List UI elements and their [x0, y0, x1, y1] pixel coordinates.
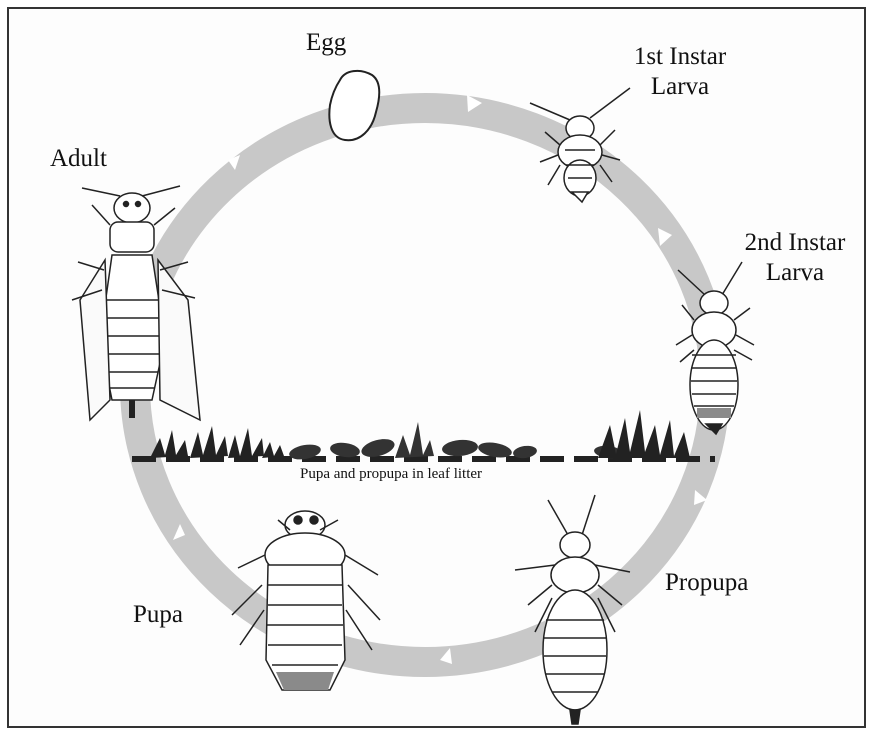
second-instar-label-line2: Larva — [730, 258, 860, 288]
first-instar-label: 1st Instar Larva — [625, 42, 735, 102]
cycle-ring — [135, 108, 715, 662]
leaves-center — [288, 422, 623, 462]
pupa-label: Pupa — [133, 600, 183, 630]
leaf-litter-label: Pupa and propupa in leaf litter — [300, 466, 482, 483]
first-instar-label-line1: 1st Instar — [625, 42, 735, 72]
grass-left — [150, 426, 284, 458]
second-instar-label: 2nd Instar Larva — [730, 228, 860, 288]
first-instar-label-line2: Larva — [625, 72, 735, 102]
egg-illustration — [329, 71, 379, 140]
grass-right — [598, 410, 690, 458]
second-instar-label-line1: 2nd Instar — [730, 228, 860, 258]
adult-label: Adult — [50, 144, 107, 174]
leaf-litter — [132, 410, 715, 462]
propupa-label: Propupa — [665, 568, 748, 598]
egg-label: Egg — [306, 28, 346, 58]
